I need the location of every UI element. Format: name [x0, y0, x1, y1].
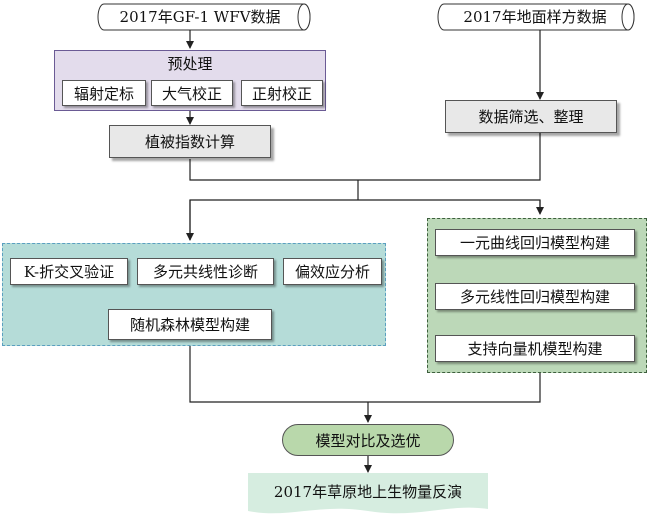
- connector-groups-merge: [189, 345, 541, 403]
- connector-index-merge: [189, 159, 358, 181]
- ground-data-label: 2017年地面样方数据: [463, 8, 606, 26]
- preprocess-step-radiometric: 辐射定标: [62, 80, 146, 106]
- output-banner: [248, 473, 488, 514]
- data-cleaning-box: 数据筛选、整理: [445, 100, 617, 133]
- preprocess-title: 预处理: [167, 54, 213, 73]
- vegetation-index-box: 植被指数计算: [109, 125, 271, 158]
- satellite-data-label: 2017年GF-1 WFV数据: [120, 8, 281, 26]
- linear-regression-box: 多元线性回归模型构建: [435, 283, 635, 310]
- svm-model-box: 支持向量机模型构建: [435, 335, 635, 362]
- ground-data-cylinder: 2017年地面样方数据: [437, 3, 635, 31]
- partial-effect-box: 偏效应分析: [283, 258, 382, 285]
- collinearity-box: 多元共线性诊断: [137, 258, 274, 285]
- curve-regression-box: 一元曲线回归模型构建: [435, 229, 635, 256]
- preprocess-step-atmospheric: 大气校正: [151, 80, 233, 106]
- output-label: 2017年草原地上生物量反演: [273, 482, 463, 501]
- connector-cleaning-merge: [358, 133, 541, 181]
- kfold-cv-box: K-折交叉验证: [10, 258, 128, 285]
- satellite-data-cylinder: 2017年GF-1 WFV数据: [97, 3, 311, 31]
- model-comparison-box: 模型对比及选优: [282, 424, 454, 456]
- random-forest-model-box: 随机森林模型构建: [108, 309, 272, 340]
- preprocess-step-orthorectification: 正射校正: [241, 80, 323, 106]
